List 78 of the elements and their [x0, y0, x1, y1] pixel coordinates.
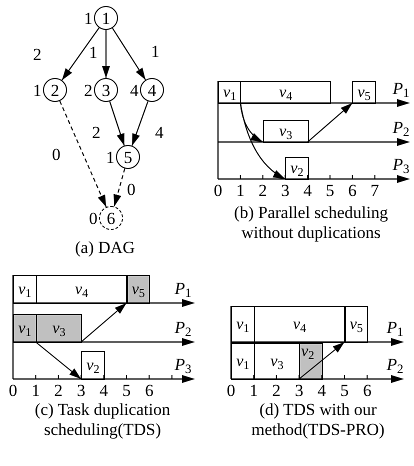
edge-label: 1: [89, 44, 98, 61]
caption: (a) DAG: [74, 238, 136, 258]
arrow: [240, 102, 264, 142]
processor-label: P$_{2}$: [386, 355, 404, 376]
tick-label: 6: [362, 381, 372, 402]
task-block: v$_{4}$: [36, 275, 128, 304]
task-node: 2: [43, 78, 67, 102]
edge-label: 0: [127, 181, 136, 198]
tick-label: 6: [347, 181, 358, 202]
edge-label: 0: [52, 146, 60, 163]
tick-label: 6: [144, 381, 154, 402]
arrow: [109, 101, 125, 146]
caption: (d) TDS with our method(TDS-PRO): [250, 400, 386, 441]
processor-label: P$_{1}$: [174, 279, 192, 300]
node-weight: 2: [84, 82, 92, 99]
tick-label: 0: [212, 181, 224, 202]
tick-label: 3: [76, 381, 86, 402]
tick-label: 5: [324, 181, 336, 202]
tick-label: 4: [302, 181, 313, 202]
tick-label: 2: [53, 381, 64, 402]
task-block: v$_{4}$: [254, 306, 346, 343]
node-weight: 1: [33, 82, 42, 99]
task-node: 3: [94, 78, 118, 102]
arrow: [59, 100, 107, 208]
arrow: [240, 102, 286, 180]
task-block: v$_{4}$: [240, 81, 331, 104]
processor-label: P$_{1}$: [386, 318, 404, 338]
processor-label: P$_{1}$: [392, 79, 410, 100]
task-block: v$_{3}$: [36, 314, 82, 343]
task-node: 1: [94, 6, 118, 30]
task-block: v$_{2}$: [81, 351, 105, 380]
caption: (b) Parallel scheduling without duplications: [233, 203, 389, 244]
task-block: v$_{3}$: [262, 120, 309, 143]
task-block: v$_{5}$: [352, 81, 376, 104]
tick-label: 0: [226, 381, 236, 402]
arrow: [307, 102, 353, 142]
tick-label: 5: [121, 381, 132, 402]
arrow: [61, 27, 100, 81]
task-node: 4: [140, 78, 164, 102]
node-weight: 1: [106, 149, 114, 166]
task-block: v$_{5}$: [126, 275, 150, 304]
edge-label: 1: [151, 43, 160, 60]
tick-label: 4: [98, 381, 110, 402]
caption: (c) Task duplication scheduling(TDS): [34, 400, 172, 441]
processor-label: P$_{2}$: [174, 318, 192, 338]
tick-label: 7: [370, 181, 380, 202]
task-node: 6: [99, 206, 123, 230]
arrow: [112, 28, 146, 80]
task-block: v$_{2}$: [285, 157, 309, 180]
tick-label: 1: [30, 381, 41, 402]
tick-label: 0: [8, 381, 18, 402]
arrow: [102, 30, 110, 78]
arrow: [80, 302, 127, 342]
tick-label: 5: [339, 381, 350, 402]
node-weight: 0: [89, 210, 98, 227]
task-node: 5: [116, 145, 140, 169]
node-weight: 4: [130, 82, 138, 99]
edge-label: 4: [155, 124, 164, 141]
arrow: [132, 101, 148, 146]
node-weight: 1: [84, 10, 92, 27]
edge-label: 2: [92, 124, 100, 141]
task-block: v$_{3}$: [254, 343, 300, 380]
tick-label: 2: [258, 181, 268, 202]
tick-label: 1: [248, 381, 259, 402]
tick-label: 3: [280, 181, 290, 202]
tick-label: 2: [271, 381, 282, 402]
edge-label: 2: [33, 46, 42, 63]
tick-label: 3: [294, 381, 304, 402]
processor-label: P$_{3}$: [392, 155, 410, 176]
arrow: [35, 342, 82, 380]
arrow: [298, 342, 345, 380]
processor-label: P$_{3}$: [174, 355, 192, 376]
task-block: v$_{2}$: [299, 343, 323, 380]
tick-label: 1: [235, 181, 246, 202]
tick-label: 4: [316, 381, 328, 402]
arrow: [114, 168, 126, 207]
task-block: v$_{5}$: [344, 306, 368, 343]
processor-label: P$_{2}$: [392, 118, 410, 138]
